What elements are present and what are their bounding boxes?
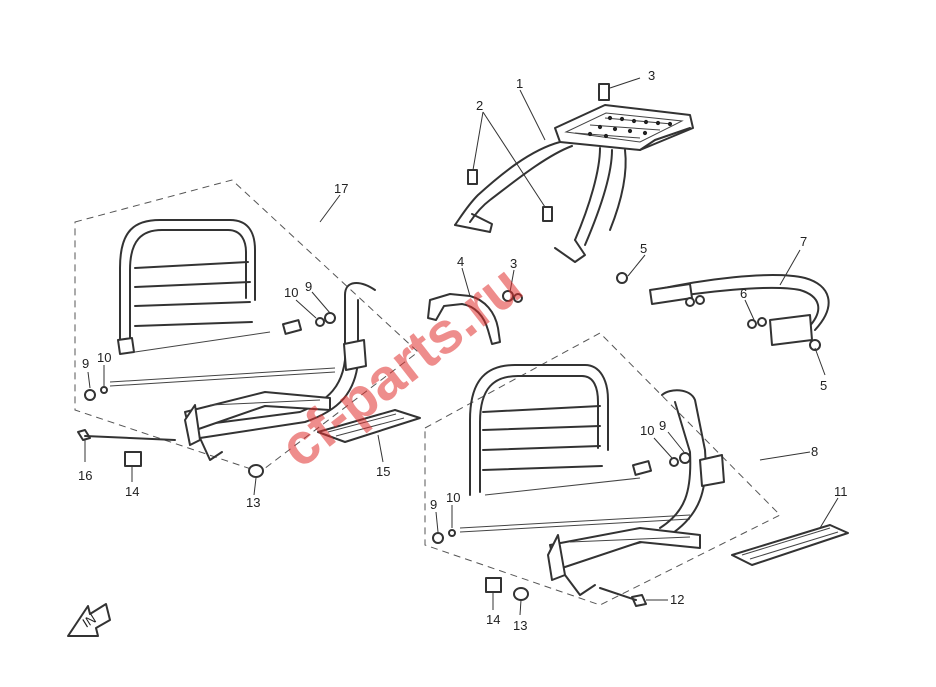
bracket-nut bbox=[502, 290, 514, 302]
rack-top-bolt bbox=[598, 83, 610, 101]
callout-10-left-top: 10 bbox=[284, 285, 298, 300]
left-footrest-assembly bbox=[77, 219, 421, 478]
callout-10-right-top: 10 bbox=[640, 423, 654, 438]
callout-17: 17 bbox=[334, 181, 348, 196]
leader-lines bbox=[84, 77, 839, 616]
callout-6: 6 bbox=[740, 286, 747, 301]
callout-9-right-top: 9 bbox=[659, 418, 666, 433]
callout-7: 7 bbox=[800, 234, 807, 249]
callout-13-right: 13 bbox=[513, 618, 527, 633]
callout-1: 1 bbox=[516, 76, 523, 91]
callout-8: 8 bbox=[811, 444, 818, 459]
callout-9-left-bottom: 9 bbox=[82, 356, 89, 371]
callout-9-left-top: 9 bbox=[305, 279, 312, 294]
bracket bbox=[427, 293, 501, 345]
group-8-outline bbox=[424, 332, 781, 606]
callout-11: 11 bbox=[834, 484, 848, 499]
callout-16: 16 bbox=[78, 468, 92, 483]
footpeg-pad-11 bbox=[731, 524, 849, 566]
callout-5-upper: 5 bbox=[640, 241, 647, 256]
rack-bolts bbox=[467, 169, 553, 222]
callout-10-left-bottom: 10 bbox=[97, 350, 111, 365]
callout-12: 12 bbox=[670, 592, 684, 607]
footpeg-pad-15 bbox=[317, 409, 421, 443]
callout-14-left: 14 bbox=[125, 484, 139, 499]
right-footrest-assembly bbox=[432, 364, 849, 607]
direction-arrow-icon: IN bbox=[67, 603, 111, 637]
group-17-outline bbox=[74, 179, 419, 473]
side-grab-rail bbox=[616, 272, 830, 351]
callout-4: 4 bbox=[457, 254, 464, 269]
callout-2: 2 bbox=[476, 98, 483, 113]
callout-14-right: 14 bbox=[486, 612, 500, 627]
callout-5-lower: 5 bbox=[820, 378, 827, 393]
callout-3-top: 3 bbox=[648, 68, 655, 83]
rear-rack bbox=[454, 104, 694, 263]
callout-10-right-bottom: 10 bbox=[446, 490, 460, 505]
callout-3-bracket: 3 bbox=[510, 256, 517, 271]
callout-15: 15 bbox=[376, 464, 390, 479]
callout-9-right-bottom: 9 bbox=[430, 497, 437, 512]
callout-13-left: 13 bbox=[246, 495, 260, 510]
